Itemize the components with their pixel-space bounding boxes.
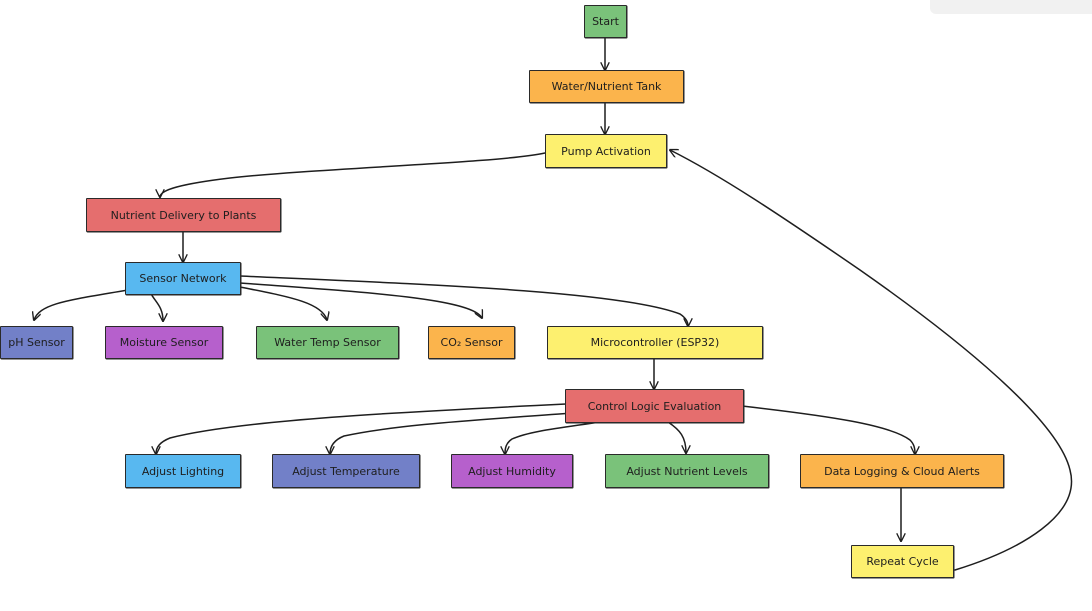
edge-control-humidity [505, 421, 601, 454]
edge-sensors-moisture [149, 291, 163, 321]
node-ph-sensor[interactable]: pH Sensor [0, 326, 73, 359]
edge-control-temperature [330, 412, 573, 454]
node-pump-activation[interactable]: Pump Activation [545, 134, 667, 168]
top-right-toolbar-strip [930, 0, 1092, 14]
node-moisture-sensor[interactable]: Moisture Sensor [105, 326, 223, 359]
node-start[interactable]: Start [584, 5, 627, 38]
node-water-nutrient-tank[interactable]: Water/Nutrient Tank [529, 70, 684, 103]
edge-sensors-watertemp [239, 286, 327, 320]
edge-repeat-pump [670, 150, 1073, 571]
node-co2-sensor[interactable]: CO₂ Sensor [428, 326, 515, 359]
edge-control-lighting [156, 403, 567, 454]
node-adjust-humidity[interactable]: Adjust Humidity [451, 454, 573, 488]
node-control-logic[interactable]: Control Logic Evaluation [565, 389, 744, 423]
edge-sensors-ph [34, 289, 129, 320]
edge-control-nutrients [667, 421, 686, 453]
edge-sensors-mcu [239, 275, 688, 326]
edge-pump-delivery [160, 152, 546, 197]
node-nutrient-delivery[interactable]: Nutrient Delivery to Plants [86, 198, 281, 232]
edge-control-logging [741, 405, 915, 454]
node-data-logging[interactable]: Data Logging & Cloud Alerts [800, 454, 1004, 488]
node-adjust-temperature[interactable]: Adjust Temperature [272, 454, 420, 488]
node-adjust-lighting[interactable]: Adjust Lighting [125, 454, 241, 488]
edge-sensors-co2 [239, 282, 482, 318]
node-water-temp-sensor[interactable]: Water Temp Sensor [256, 326, 399, 359]
node-sensor-network[interactable]: Sensor Network [125, 262, 241, 295]
node-adjust-nutrient-levels[interactable]: Adjust Nutrient Levels [605, 454, 769, 488]
node-repeat-cycle[interactable]: Repeat Cycle [851, 545, 954, 578]
node-microcontroller[interactable]: Microcontroller (ESP32) [547, 326, 763, 359]
